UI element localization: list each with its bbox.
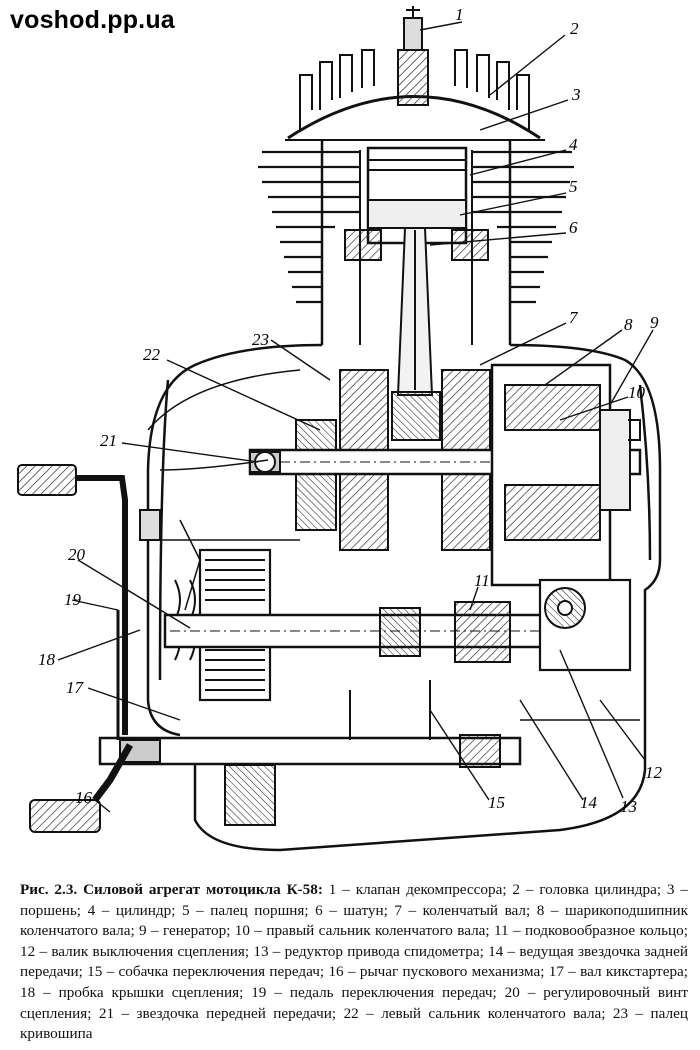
callout-8: 8 bbox=[624, 315, 633, 334]
cylinder-fins bbox=[258, 150, 574, 304]
figure-caption: Рис. 2.3. Силовой агрегат мотоцикла К-58… bbox=[20, 880, 688, 1046]
callout-16: 16 bbox=[75, 788, 93, 807]
callout-15: 15 bbox=[488, 793, 505, 812]
engine-cross-section-drawing: 1 2 3 4 5 6 7 8 9 10 11 12 13 14 15 16 1… bbox=[17, 5, 663, 852]
caption-title: Рис. 2.3. Силовой агрегат мотоцикла К-58… bbox=[20, 881, 323, 898]
callout-21: 21 bbox=[100, 431, 117, 450]
callout-5: 5 bbox=[569, 177, 578, 196]
callout-3: 3 bbox=[571, 85, 581, 104]
callout-numbers: 1 2 3 4 5 6 7 8 9 10 11 12 13 14 15 16 1… bbox=[38, 5, 663, 816]
generator bbox=[490, 363, 641, 587]
callout-2: 2 bbox=[570, 19, 579, 38]
callout-7: 7 bbox=[569, 308, 579, 327]
callout-20: 20 bbox=[68, 545, 86, 564]
watermark-logo: voshod.pp.ua bbox=[10, 6, 175, 34]
callout-6: 6 bbox=[569, 218, 578, 237]
kick-lever bbox=[17, 464, 134, 833]
kickstarter-shaft bbox=[98, 680, 640, 826]
callout-14: 14 bbox=[580, 793, 598, 812]
callout-22: 22 bbox=[143, 345, 161, 364]
callout-17: 17 bbox=[66, 678, 85, 697]
callout-11: 11 bbox=[474, 571, 490, 590]
callout-9: 9 bbox=[650, 313, 659, 332]
callout-leaders bbox=[57, 21, 654, 813]
callout-10: 10 bbox=[628, 383, 646, 402]
decompressor-valve bbox=[397, 6, 429, 106]
speedometer-reducer bbox=[538, 578, 632, 672]
connecting-rod bbox=[391, 227, 441, 441]
callout-23: 23 bbox=[252, 330, 269, 349]
callout-13: 13 bbox=[620, 797, 637, 816]
caption-text: 1 – клапан декомпрессора; 2 – головка ци… bbox=[20, 881, 688, 1043]
callout-19: 19 bbox=[64, 590, 82, 609]
callout-4: 4 bbox=[569, 135, 578, 154]
callout-1: 1 bbox=[455, 5, 464, 24]
crankcase bbox=[146, 343, 662, 852]
callout-18: 18 bbox=[38, 650, 56, 669]
callout-12: 12 bbox=[645, 763, 663, 782]
